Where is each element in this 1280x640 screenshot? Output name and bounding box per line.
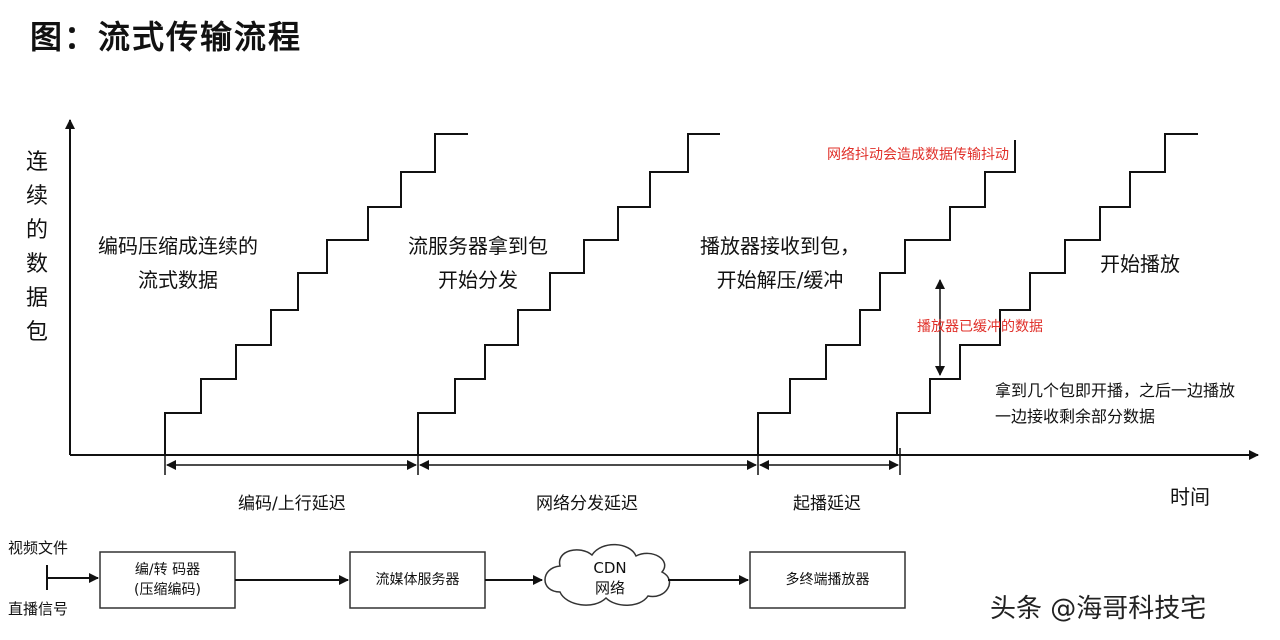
stream-server-box [349,551,486,609]
encoder-box [99,551,236,609]
cdn-label: CDN 网络 [593,559,627,597]
stage-label-encode: 编码压缩成连续的 流式数据 [98,234,258,292]
staircase-server [417,133,720,455]
encoder-label: 编/转 码器 (压缩编码) [134,562,201,598]
input-video-file: 视频文件 [8,539,69,557]
player-box [749,551,906,609]
delay-label-start: 起播延迟 [793,494,861,514]
delay-markers [164,448,901,475]
start-play-note: 拿到几个包即开播，之后一边播放 一边接收剩余部分数据 [995,381,1236,426]
buffered-note: 播放器已缓冲的数据 [917,319,1043,335]
stream-server-label: 流媒体服务器 [375,572,460,588]
watermark: 头条 @海哥科技宅 [990,594,1207,624]
y-axis-char: 包 [25,320,48,345]
stage-label-server: 流服务器拿到包 开始分发 [408,234,548,292]
delay-label-network: 网络分发延迟 [536,494,638,514]
input-live-signal: 直播信号 [8,600,69,618]
y-axis-char: 数 [25,252,48,277]
delay-label-encode: 编码/上行延迟 [238,494,346,514]
player-label: 多终端播放器 [785,572,870,588]
y-axis-label: 连 续 的 数 据 包 [22,146,52,350]
jitter-note: 网络抖动会造成数据传输抖动 [827,147,1009,163]
y-axis-char: 续 [25,184,48,209]
staircase-player [757,140,1016,455]
x-axis-label: 时间 [1170,485,1210,509]
y-axis-char: 连 [25,150,48,175]
staircase-playback [896,133,1198,455]
staircase-encode [164,133,468,455]
y-axis-char: 据 [25,286,48,311]
stage-label-player: 播放器接收到包， 开始解压/缓冲 [700,234,860,292]
stage-label-play: 开始播放 [1100,252,1180,276]
y-axis-char: 的 [25,218,48,243]
page-title: 图：流式传输流程 [30,18,303,56]
cdn-cloud [544,543,671,606]
